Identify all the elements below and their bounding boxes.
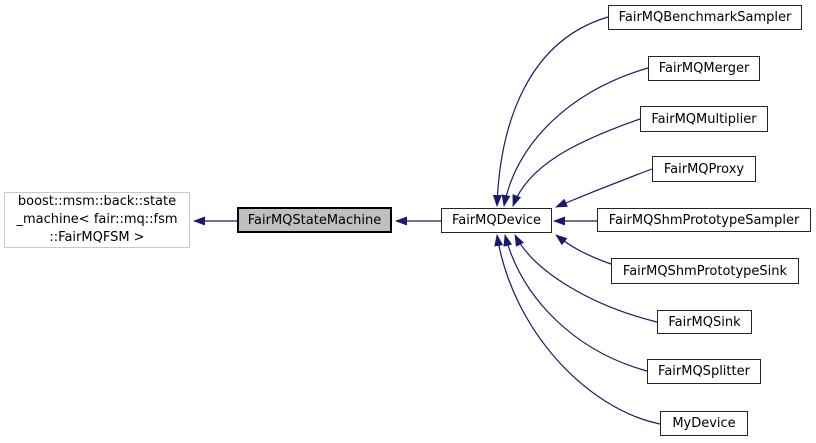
node-fairmqshmprototypesink[interactable]: FairMQShmPrototypeSink — [611, 258, 799, 284]
node-label: MyDevice — [672, 416, 736, 431]
edge-mydevice-to-device — [494, 234, 661, 425]
node-label: FairMQSink — [668, 314, 741, 330]
node-label: FairMQMerger — [658, 61, 750, 76]
node-fairmqdevice[interactable]: FairMQDevice — [441, 208, 552, 233]
node-fairmqmultiplier[interactable]: FairMQMultiplier — [640, 106, 768, 132]
edge-benchmark-sampler-to-device — [492, 16, 609, 207]
edge-proxy-to-device — [555, 168, 653, 208]
node-mydevice[interactable]: MyDevice — [660, 411, 748, 436]
node-label: FairMQProxy — [663, 161, 745, 177]
node-fairmqproxy[interactable]: FairMQProxy — [652, 156, 756, 182]
edge-shm-prototype-sink-to-device — [555, 234, 612, 265]
edge-sink-to-device — [514, 234, 658, 323]
node-label: FairMQDevice — [451, 213, 542, 228]
edge-multiplier-to-device — [512, 118, 641, 207]
node-fairmqmerger[interactable]: FairMQMerger — [648, 56, 760, 81]
node-fairmqsink[interactable]: FairMQSink — [657, 310, 752, 334]
node-fairmqsplitter[interactable]: FairMQSplitter — [647, 359, 761, 384]
node-label: FairMQMultiplier — [651, 111, 757, 127]
node-fairmqbenchmarksampler[interactable]: FairMQBenchmarkSampler — [608, 5, 802, 30]
node-label: FairMQBenchmarkSampler — [618, 10, 792, 25]
node-label: FairMQShmPrototypeSink — [622, 263, 788, 279]
node-label: FairMQSplitter — [658, 364, 750, 379]
edge-merger-to-device — [501, 67, 649, 207]
edge-splitter-to-device — [503, 234, 648, 372]
node-boost-msm-back-state-machine: boost::msm::back::state _machine< fair::… — [4, 192, 190, 248]
node-label: FairMQStateMachine — [247, 212, 382, 228]
node-fairmqshmprototypesampler[interactable]: FairMQShmPrototypeSampler — [597, 208, 811, 232]
node-label: boost::msm::back::state _machine< fair::… — [16, 194, 178, 245]
node-label: FairMQShmPrototypeSampler — [608, 212, 800, 228]
node-fairmqstatemachine: FairMQStateMachine — [237, 207, 392, 233]
